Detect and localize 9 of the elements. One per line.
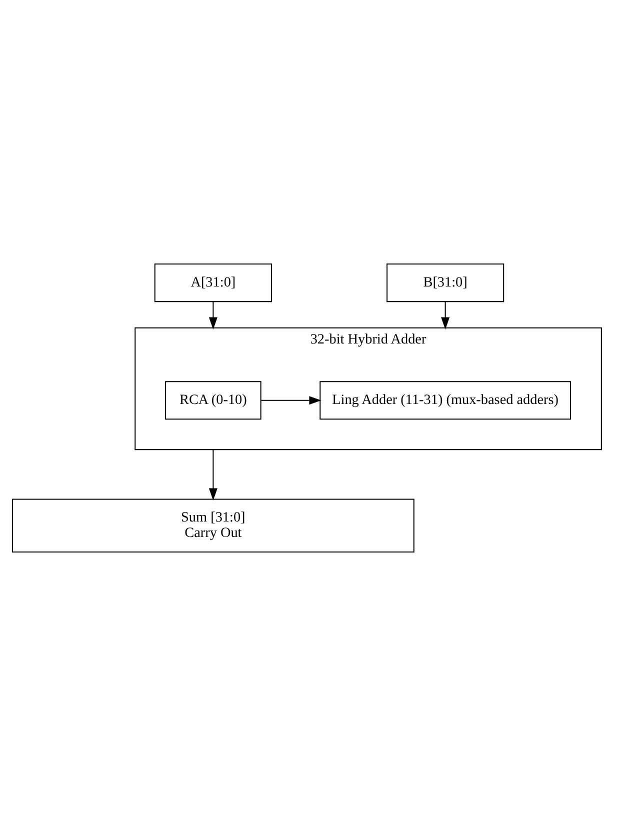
arrow bbox=[208, 302, 218, 330]
arrow bbox=[208, 450, 218, 500]
arrow bbox=[261, 396, 322, 405]
node-box: B[31:0] bbox=[386, 264, 504, 302]
node-box: A[31:0] bbox=[154, 264, 272, 302]
node-box: Sum [31:0] Carry Out bbox=[12, 498, 414, 552]
arrow bbox=[441, 302, 450, 330]
node-box: Ling Adder (11-31) (mux-based adders) bbox=[320, 381, 572, 420]
node-box: RCA (0-10) bbox=[165, 381, 262, 420]
